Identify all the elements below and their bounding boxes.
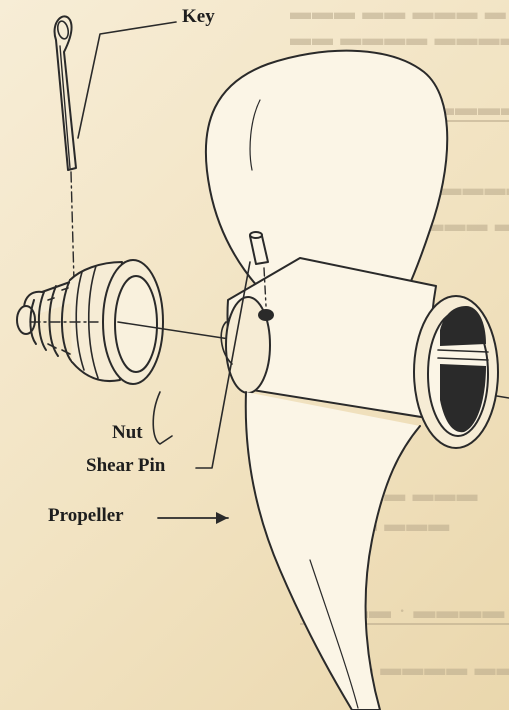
propeller-label: Propeller bbox=[48, 505, 124, 527]
nut-label: Nut bbox=[112, 422, 143, 444]
nut-leader-line bbox=[153, 392, 172, 444]
key-label: Key bbox=[182, 6, 215, 28]
key-leader-line bbox=[78, 22, 176, 138]
propeller-body bbox=[206, 51, 498, 710]
key-alignment-line bbox=[71, 172, 74, 282]
shear-pin-label: Shear Pin bbox=[86, 455, 165, 477]
key-cotter-pin bbox=[55, 16, 76, 170]
